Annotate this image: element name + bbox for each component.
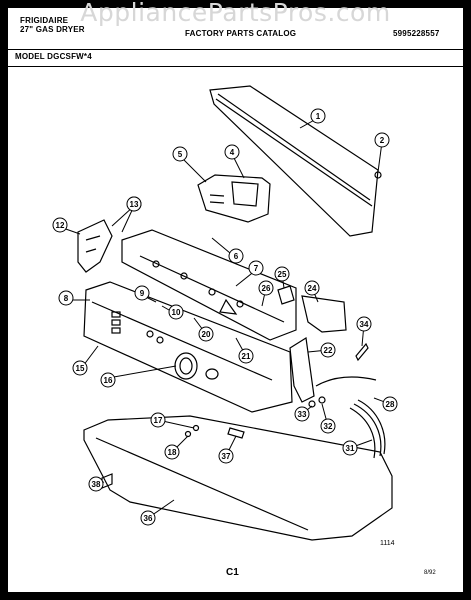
model-rule — [8, 66, 463, 67]
callout-12: 12 — [52, 217, 81, 235]
callout-label: 33 — [298, 410, 307, 419]
callout-label: 25 — [278, 270, 287, 279]
callout-label: 15 — [76, 364, 85, 373]
callout-5: 5 — [172, 146, 207, 183]
callout-34: 34 — [356, 316, 372, 347]
callout-7: 7 — [235, 260, 264, 287]
catalog-title: FACTORY PARTS CATALOG — [185, 29, 297, 38]
callout-32: 32 — [320, 403, 336, 434]
front-panel — [83, 281, 293, 413]
callout-label: 38 — [92, 480, 101, 489]
callout-26: 26 — [258, 280, 274, 307]
callout-21: 21 — [235, 337, 254, 364]
switch-25 — [277, 285, 295, 305]
catalog-number: 5995228557 — [393, 29, 440, 38]
callout-label: 34 — [360, 320, 369, 329]
callout-label: 5 — [178, 150, 183, 159]
callout-4: 4 — [224, 144, 245, 179]
control-board — [197, 174, 271, 223]
callout-18: 18 — [164, 435, 189, 460]
callout-28: 28 — [373, 396, 398, 412]
bracket-12 — [77, 219, 113, 273]
callout-31: 31 — [342, 439, 373, 456]
callout-label: 28 — [386, 400, 395, 409]
bracket-22 — [289, 337, 315, 403]
callout-label: 8 — [64, 294, 69, 303]
callout-label: 26 — [262, 284, 271, 293]
callout-6: 6 — [211, 237, 244, 264]
callout-20: 20 — [193, 317, 214, 342]
callout-10: 10 — [161, 304, 184, 320]
diagram-code: 1114 — [380, 540, 395, 547]
model-label: MODEL DGCSFW*4 — [15, 52, 92, 61]
callout-33: 33 — [294, 405, 313, 422]
callout-label: 32 — [324, 422, 333, 431]
wire-harness — [349, 399, 386, 459]
header-rule — [8, 49, 463, 50]
callout-9: 9 — [134, 285, 157, 303]
backsplash-top-panel — [209, 85, 379, 237]
callout-label: 37 — [222, 452, 231, 461]
callout-label: 31 — [346, 444, 355, 453]
callout-36: 36 — [140, 499, 175, 526]
sensor-34 — [355, 342, 369, 362]
callout-label: 36 — [144, 514, 153, 523]
callout-label: 16 — [104, 376, 113, 385]
callout-label: 21 — [242, 352, 251, 361]
callout-label: 2 — [380, 136, 385, 145]
callout-label: 7 — [254, 264, 259, 273]
callout-24: 24 — [304, 280, 320, 303]
page-id: C1 — [226, 567, 239, 578]
callout-label: 4 — [230, 148, 235, 157]
callout-15: 15 — [72, 345, 99, 376]
callout-37: 37 — [218, 435, 237, 464]
callout-label: 10 — [172, 308, 181, 317]
callout-13-bubble: 13 — [126, 196, 142, 212]
callout-label: 24 — [308, 284, 317, 293]
callout-label: 20 — [202, 330, 211, 339]
dryer-top-lid — [83, 415, 393, 541]
callout-label: 17 — [154, 416, 163, 425]
revision-date: 8/92 — [424, 570, 436, 576]
callout-label: 18 — [168, 448, 177, 457]
callout-label: 1 — [316, 112, 321, 121]
callout-label: 9 — [140, 289, 145, 298]
callout-2: 2 — [374, 132, 390, 173]
callout-16: 16 — [100, 365, 177, 388]
callout-22: 22 — [307, 342, 336, 358]
callout-label: 6 — [234, 252, 239, 261]
callout-25: 25 — [274, 266, 290, 289]
callout-1: 1 — [299, 108, 326, 129]
watermark: AppliancePartsPros.com — [80, 0, 391, 27]
callout-label: 22 — [324, 346, 333, 355]
callout-38: 38 — [88, 476, 105, 492]
callout-8: 8 — [58, 290, 90, 306]
module-24 — [301, 295, 347, 333]
brand-label: FRIGIDAIRE — [20, 16, 69, 25]
timer-knob — [174, 352, 198, 380]
callout-17: 17 — [150, 412, 195, 429]
product-label: 27" GAS DRYER — [20, 25, 85, 34]
control-panel — [121, 229, 297, 341]
callout-label: 12 — [56, 221, 65, 230]
callout-label: 13 — [130, 200, 139, 209]
